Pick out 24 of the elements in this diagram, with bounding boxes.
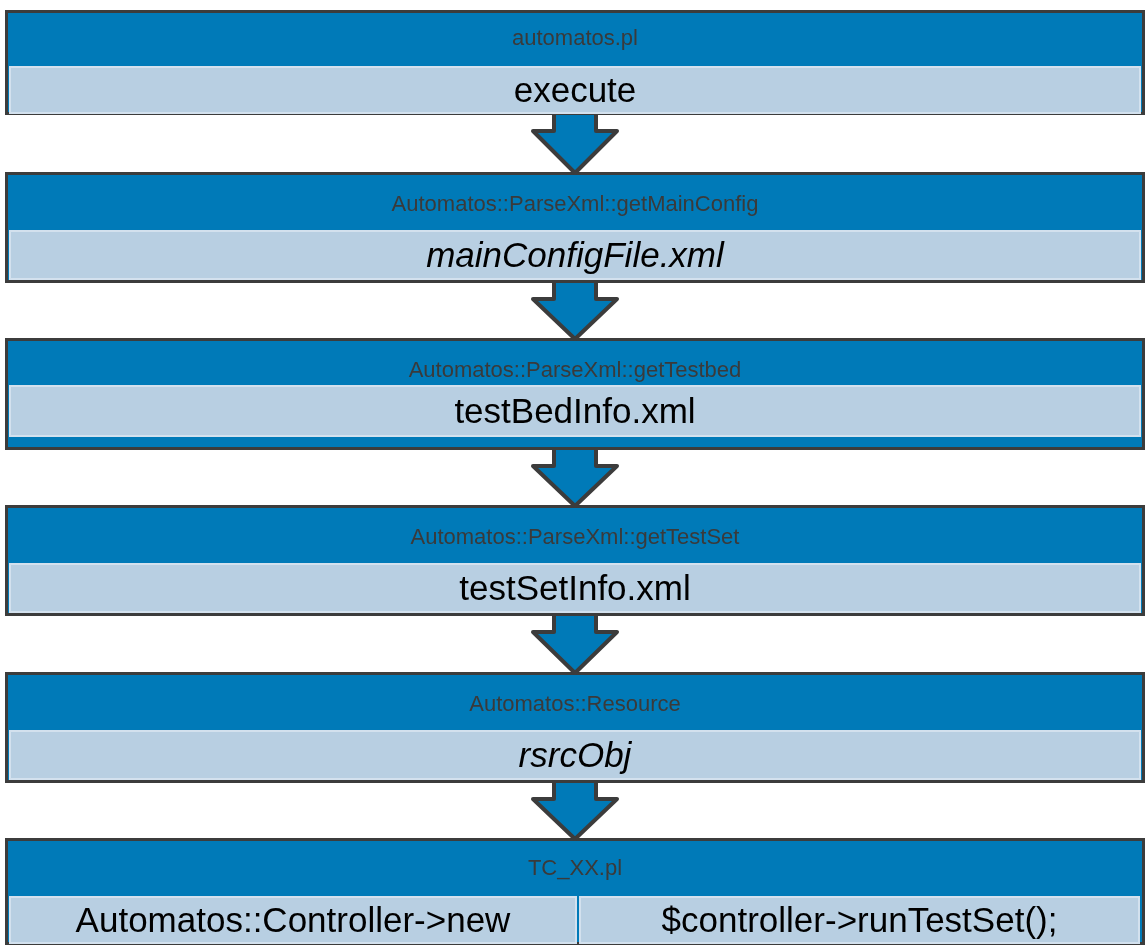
step-band xyxy=(5,838,1145,945)
text-bar: $controller->runTestSet(); xyxy=(579,896,1140,944)
block-arrow xyxy=(531,448,619,508)
text-bar: mainConfigFile.xml xyxy=(9,230,1141,280)
step-title: automatos.pl xyxy=(511,25,639,51)
step-title: Automatos::ParseXml::getTestbed xyxy=(407,357,743,383)
text-bar: rsrcObj xyxy=(9,730,1141,780)
text-bar: Automatos::Controller->new xyxy=(9,896,577,944)
step-title: Automatos::ParseXml::getTestSet xyxy=(409,524,741,550)
block-arrow xyxy=(531,113,619,175)
step-band xyxy=(5,505,1145,616)
step-title: Automatos::Resource xyxy=(468,691,682,717)
step-band xyxy=(5,10,1145,115)
step-band xyxy=(5,338,1145,450)
block-arrow xyxy=(531,781,619,841)
text-bar: testSetInfo.xml xyxy=(9,563,1141,613)
text-bar: execute xyxy=(9,66,1141,114)
step-title: TC_XX.pl xyxy=(526,855,624,881)
block-arrow xyxy=(531,281,619,341)
text-bar: testBedInfo.xml xyxy=(9,385,1141,437)
step-band xyxy=(5,172,1145,283)
block-arrow xyxy=(531,614,619,675)
step-title: Automatos::ParseXml::getMainConfig xyxy=(390,191,760,217)
step-band xyxy=(5,672,1145,783)
